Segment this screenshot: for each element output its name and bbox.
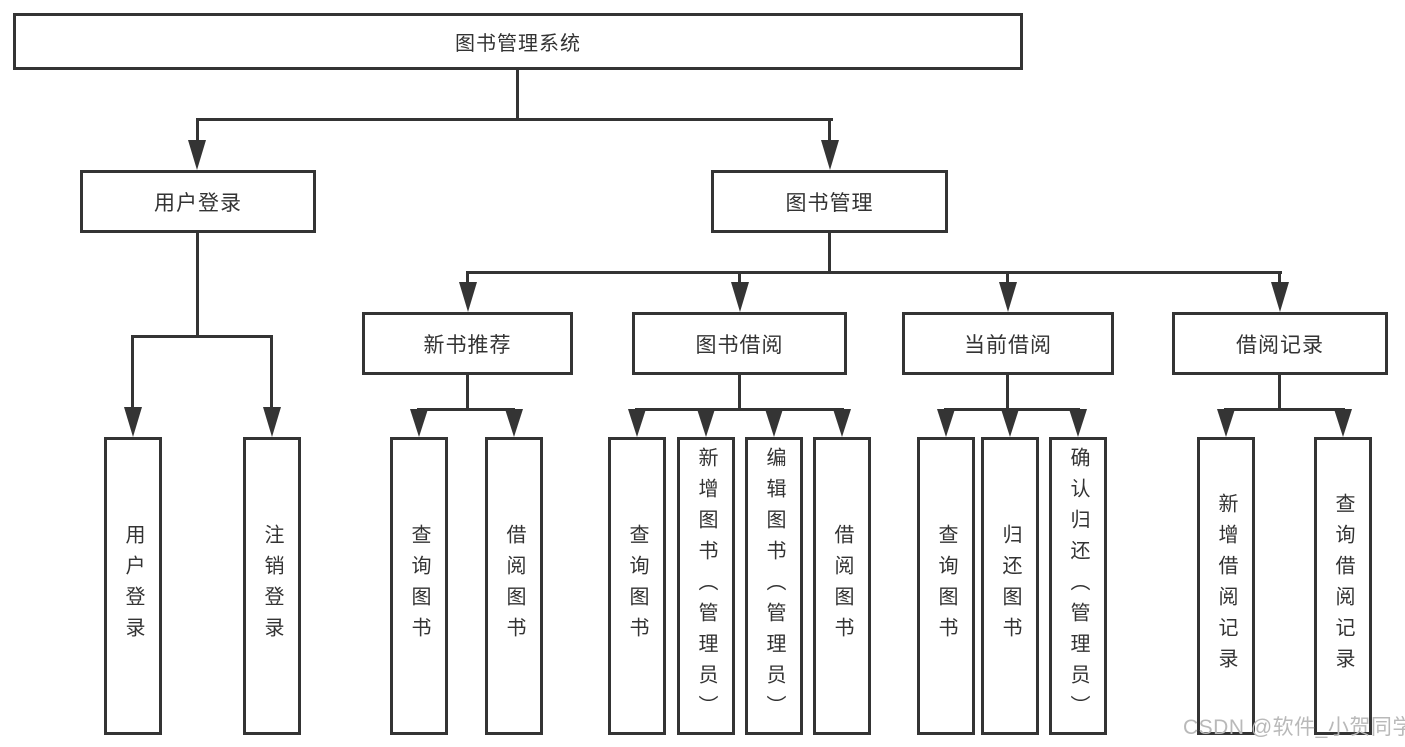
arrow-down-icon xyxy=(459,282,477,312)
connector-hline xyxy=(1224,408,1345,411)
node-label: 编辑图书（管理员） xyxy=(763,446,785,726)
node-label: 注销登录 xyxy=(261,524,283,648)
arrow-down-icon xyxy=(765,409,783,437)
node-label: 归还图书 xyxy=(999,524,1021,648)
node-label: 借阅记录 xyxy=(1236,333,1324,357)
node-user-login: 用户登录 xyxy=(80,170,316,233)
node-label: 新书推荐 xyxy=(423,333,512,357)
node-book-management: 图书管理 xyxy=(711,170,948,233)
connector-hline xyxy=(635,408,844,411)
connector-vline xyxy=(1278,271,1281,285)
connector-vline xyxy=(828,118,831,144)
connector-vline xyxy=(1006,271,1009,285)
node-label: 查询图书 xyxy=(935,524,957,648)
leaf-edit-book-admin: 编辑图书（管理员） xyxy=(745,437,803,735)
arrow-down-icon xyxy=(1069,409,1087,437)
node-label: 确认归还（管理员） xyxy=(1067,446,1089,726)
node-label: 当前借阅 xyxy=(964,333,1052,357)
node-label: 图书借阅 xyxy=(695,333,784,357)
arrow-down-icon xyxy=(188,140,206,170)
node-label: 新增借阅记录 xyxy=(1215,493,1237,679)
node-label: 借阅图书 xyxy=(503,524,525,648)
node-borrowing-records: 借阅记录 xyxy=(1172,312,1388,375)
node-label: 图书管理系统 xyxy=(455,33,581,55)
arrow-down-icon xyxy=(505,409,523,437)
leaf-user-login: 用户登录 xyxy=(104,437,162,735)
connector-hline xyxy=(466,271,1282,274)
arrow-down-icon xyxy=(821,140,839,170)
connector-vline xyxy=(738,271,741,285)
arrow-down-icon xyxy=(697,409,715,437)
leaf-borrow-books-borrowing: 借阅图书 xyxy=(813,437,871,735)
arrow-down-icon xyxy=(1271,282,1289,312)
arrow-down-icon xyxy=(937,409,955,437)
node-new-book-recommendation: 新书推荐 xyxy=(362,312,573,375)
connector-vline xyxy=(270,335,273,409)
watermark: CSDN @软件_小贺同学 xyxy=(1183,716,1405,739)
arrow-down-icon xyxy=(1217,409,1235,437)
connector-vline xyxy=(828,233,831,271)
arrow-down-icon xyxy=(124,407,142,437)
connector-vline xyxy=(466,271,469,285)
node-current-borrowing: 当前借阅 xyxy=(902,312,1114,375)
leaf-return-books: 归还图书 xyxy=(981,437,1039,735)
connector-vline xyxy=(466,375,469,408)
leaf-logout: 注销登录 xyxy=(243,437,301,735)
node-label: 图书管理 xyxy=(785,191,874,215)
leaf-add-borrow-record: 新增借阅记录 xyxy=(1197,437,1255,735)
connector-vline xyxy=(131,335,134,409)
leaf-query-books-borrowing: 查询图书 xyxy=(608,437,666,735)
node-label: 查询借阅记录 xyxy=(1332,493,1354,679)
arrow-down-icon xyxy=(628,409,646,437)
node-book-borrowing: 图书借阅 xyxy=(632,312,847,375)
connector-vline xyxy=(196,118,199,144)
arrow-down-icon xyxy=(263,407,281,437)
connector-vline xyxy=(516,68,519,118)
connector-vline xyxy=(1006,375,1009,408)
arrow-down-icon xyxy=(999,282,1017,312)
node-label: 借阅图书 xyxy=(831,524,853,648)
connector-vline xyxy=(1278,375,1281,408)
leaf-add-book-admin: 新增图书（管理员） xyxy=(677,437,735,735)
node-label: 查询图书 xyxy=(408,524,430,648)
node-label: 用户登录 xyxy=(154,191,242,215)
arrow-down-icon xyxy=(731,282,749,312)
leaf-borrow-books-recommendation: 借阅图书 xyxy=(485,437,543,735)
leaf-confirm-return-admin: 确认归还（管理员） xyxy=(1049,437,1107,735)
connector-vline xyxy=(196,233,199,335)
node-library-management-system: 图书管理系统 xyxy=(13,13,1023,70)
connector-hline xyxy=(417,408,515,411)
node-label: 用户登录 xyxy=(122,524,144,648)
arrow-down-icon xyxy=(833,409,851,437)
node-label: 新增图书（管理员） xyxy=(695,446,717,726)
leaf-query-books-current: 查询图书 xyxy=(917,437,975,735)
leaf-query-borrow-record: 查询借阅记录 xyxy=(1314,437,1372,735)
arrow-down-icon xyxy=(1001,409,1019,437)
connector-vline xyxy=(738,375,741,408)
arrow-down-icon xyxy=(1334,409,1352,437)
leaf-query-books-recommendation: 查询图书 xyxy=(390,437,448,735)
node-label: 查询图书 xyxy=(626,524,648,648)
connector-hline xyxy=(196,118,833,121)
arrow-down-icon xyxy=(410,409,428,437)
connector-hline xyxy=(131,335,273,338)
